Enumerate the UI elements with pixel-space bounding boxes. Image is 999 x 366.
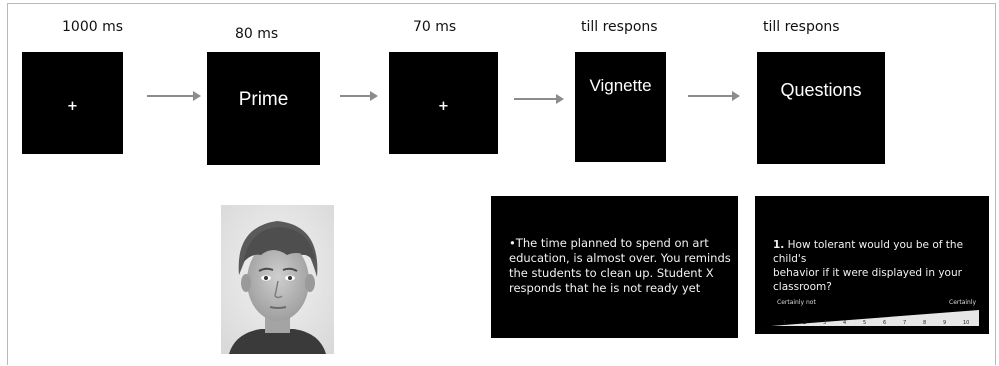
vignette-label: Vignette [589, 76, 652, 95]
vignette-line-1: •The time planned to spend on art [509, 236, 709, 250]
arrow-1 [147, 91, 201, 101]
tolerance-scale-wedge [771, 310, 979, 326]
scale-point: 7 [903, 320, 907, 326]
vignette-example-screen: •The time planned to spend on art educat… [491, 196, 738, 338]
scale-high-label: Certainly [949, 299, 977, 306]
child-face-photo [221, 205, 334, 354]
scale-point: 6 [883, 320, 887, 326]
timing-label-fixation-1: 1000 ms [62, 19, 124, 35]
scale-point: 4 [843, 320, 847, 326]
fixation-cross: + [438, 99, 449, 114]
vignette-line-2: education, is almost over. You reminds [509, 251, 731, 265]
arrow-4 [688, 91, 740, 101]
fixation-cross: + [67, 99, 78, 114]
scale-point: 1 [783, 320, 787, 326]
arrow-3 [514, 94, 564, 104]
timing-label-vignette: till respons [581, 19, 658, 35]
question-example-text: 1. How tolerant would you be of the chil… [773, 238, 988, 294]
question-number: 1. [773, 239, 785, 251]
scale-point: 9 [943, 320, 947, 326]
scale-low-label: Certainly not [777, 299, 816, 306]
timing-label-prime: 80 ms [235, 26, 279, 42]
vignette-bullet: • [509, 236, 516, 250]
arrow-2 [340, 91, 378, 101]
prime-screen: Prime [207, 52, 320, 165]
figure-frame [7, 3, 996, 365]
vignette-line-4: responds that he is not ready yet [509, 281, 701, 295]
timing-label-questions: till respons [763, 19, 840, 35]
fixation-screen-1: + [22, 52, 123, 154]
vignette-example-text: •The time planned to spend on art educat… [509, 236, 734, 296]
scale-point: 8 [923, 320, 927, 326]
questions-label: Questions [780, 80, 862, 100]
question-line-1: 1. How tolerant would you be of the chil… [773, 239, 964, 265]
questions-screen: Questions [757, 52, 885, 164]
scale-point: 5 [863, 320, 867, 326]
fixation-screen-2: + [389, 52, 498, 154]
question-line-2: behavior if it were displayed in your cl… [773, 267, 962, 293]
scale-point: 2 [803, 320, 807, 326]
vignette-line-3: the students to clean up. Student X [509, 266, 714, 280]
vignette-screen: Vignette [575, 52, 666, 162]
question-example-screen: 1. How tolerant would you be of the chil… [755, 196, 989, 334]
scale-point: 10 [963, 320, 970, 326]
scale-point: 3 [823, 320, 827, 326]
prime-label: Prime [238, 89, 289, 110]
timing-label-fixation-2: 70 ms [413, 19, 457, 35]
